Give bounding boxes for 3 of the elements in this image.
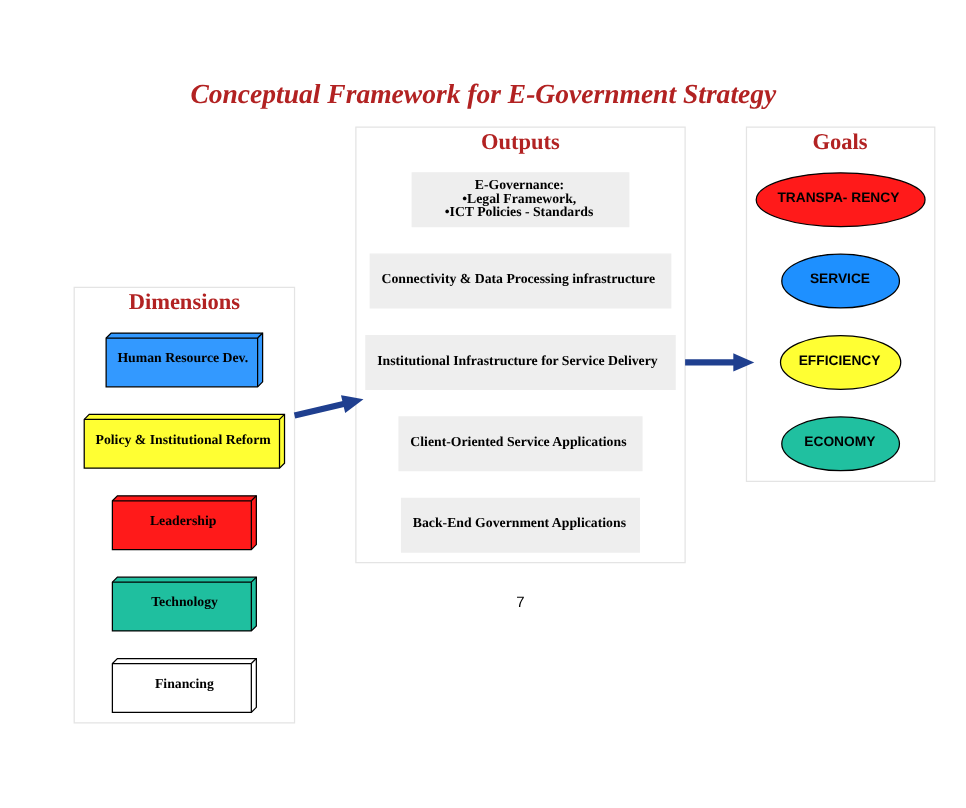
diagram-title: Conceptual Framework for E-Government Strategy [189, 77, 776, 108]
arrow [684, 352, 754, 371]
arrow [292, 394, 363, 418]
